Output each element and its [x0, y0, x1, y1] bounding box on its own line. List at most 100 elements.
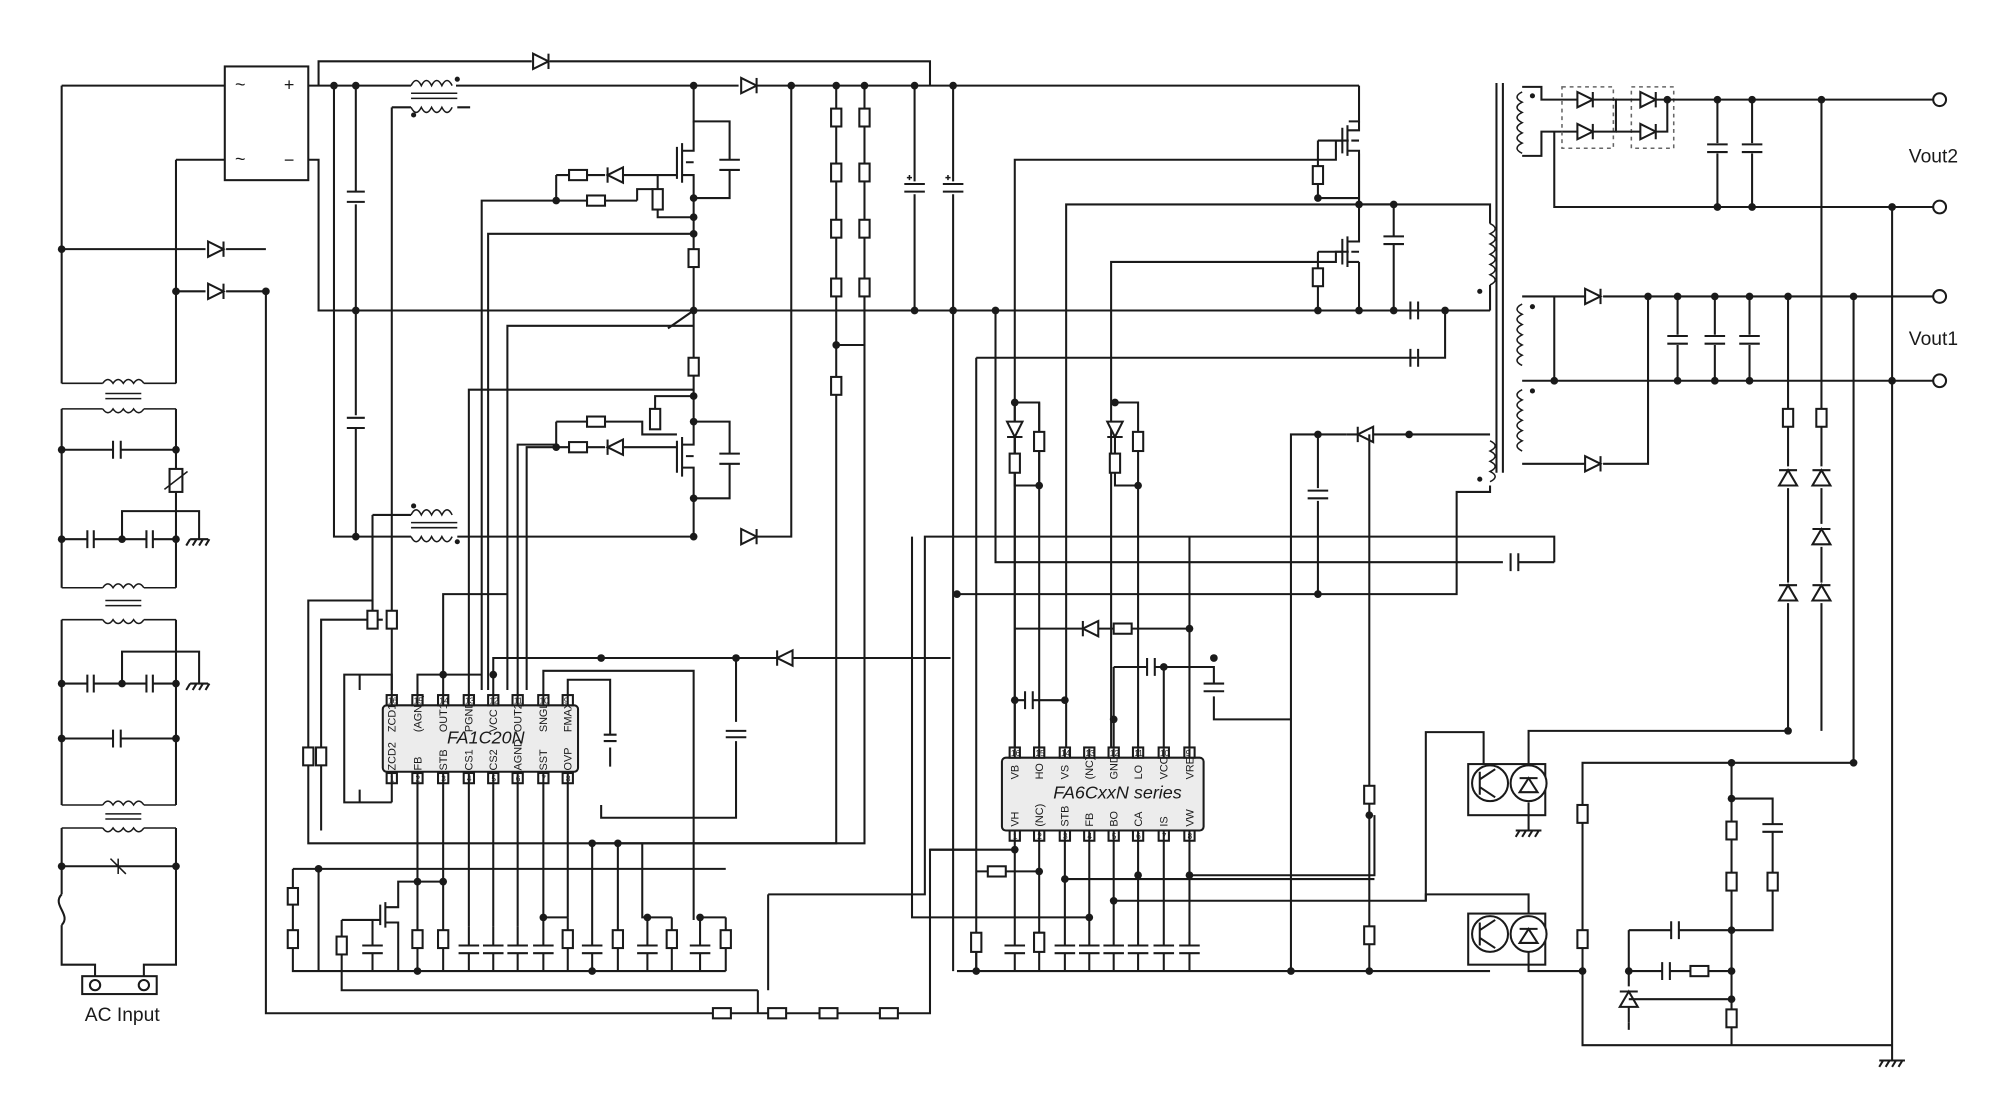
diode-aux-1	[207, 239, 226, 259]
x-capacitor-1	[61, 440, 176, 459]
fa1c20n-bottom-pin-label: ZCD2	[387, 742, 399, 770]
vout1-return-terminal[interactable]	[1932, 373, 1948, 389]
vout2-rectifier-1	[1576, 90, 1596, 109]
fa6cxxn-bottom-pin-label: CA	[1133, 811, 1145, 827]
fuse-icon	[57, 893, 66, 926]
fa6cxxn-top-pin-label: VB	[1010, 765, 1022, 779]
input-capacitor-1	[346, 190, 365, 203]
vout1-capacitor-2	[1704, 335, 1726, 345]
fa1c20n-bottom-pin-label: SST	[538, 749, 550, 770]
divider-resistor-1	[830, 107, 843, 128]
fa6cxxn-bottom-pin-label: STB	[1060, 806, 1072, 827]
vout1-rectifier-1	[1584, 287, 1603, 306]
zener-ovp-2	[1777, 583, 1799, 602]
ls-mosfet	[1341, 232, 1361, 268]
input-capacitor-2	[346, 416, 365, 430]
pfc-inductor-2	[371, 503, 694, 620]
bulk-capacitor-1	[904, 182, 925, 193]
fa6cxxn-top-pin-label: LO	[1133, 765, 1145, 779]
vout1-capacitor-1	[1667, 335, 1688, 345]
fa6cxxn-name: FA6CxxN series	[1053, 783, 1182, 803]
fa6cxxn-top-pin-label: (NC)	[1084, 757, 1096, 780]
fa1c20n-chip: FA1C20N ZCD116(AGND)15OUT114PGND13VCC12O…	[286, 296, 1556, 1020]
gate-resistor-2a	[585, 415, 607, 428]
fa1c20n-bottom-pin-label: CS2	[488, 749, 500, 770]
svg-text:~: ~	[235, 75, 245, 95]
shunt-resistor-1	[687, 248, 700, 269]
stb-mosfet	[341, 880, 444, 972]
emi-filter: AC Input	[57, 84, 713, 1026]
fa1c20n-top-pin-label: OUT2	[512, 703, 524, 732]
vout2-positive-terminal[interactable]	[1932, 92, 1948, 108]
ac-input-connector	[81, 975, 158, 996]
bridge-rectifier: ~ ~ + −	[223, 65, 310, 182]
vout2-label: Vout2	[1909, 146, 1958, 167]
fa1c20n-top-pin-label: FMAX	[563, 701, 575, 732]
fa1c20n-bottom-pin-label: FB	[412, 757, 424, 771]
divider-resistor-2	[858, 107, 871, 128]
fa6cxxn-bottom-pin-label: VH	[1010, 812, 1022, 827]
vout2-capacitor-2	[1741, 143, 1763, 154]
svg-text:~: ~	[235, 149, 245, 169]
svg-text:+: +	[284, 75, 294, 95]
fa6cxxn-bottom-pin-label: VW	[1184, 808, 1196, 826]
vout1-label: Vout1	[1909, 329, 1958, 350]
fa6cxxn-bottom-pin-label: FB	[1084, 813, 1096, 827]
bulk-capacitor-2	[942, 182, 964, 193]
x-capacitor-2	[61, 729, 176, 748]
vout1-capacitor-3	[1739, 335, 1760, 345]
fa6cxxn-bottom-pin-label: (NC)	[1034, 804, 1046, 827]
fa1c20n-bottom-pin-label: CS1	[464, 749, 476, 770]
vout2-rectifier-4	[1639, 122, 1659, 141]
fa6cxxn-top-pin-label: VS	[1060, 765, 1072, 779]
gate-resistor-1a	[568, 168, 589, 182]
hs-mosfet	[1341, 121, 1361, 205]
sense-resistor-1	[651, 188, 664, 211]
fa1c20n-top-pin-label: ZCD1	[387, 704, 399, 732]
zener-ovp-1	[1777, 468, 1799, 487]
sense-resistor-2	[648, 407, 662, 431]
diode-aux-llc	[1355, 425, 1375, 444]
fa6cxxn-top-pin-label: HO	[1034, 763, 1046, 779]
y-capacitors-1	[61, 510, 201, 549]
secondary-outputs: Vout2 Vout1	[1516, 85, 1958, 1068]
diode-bypass	[532, 52, 551, 71]
vout2-rectifier-2	[1576, 122, 1596, 141]
zener-ovp-3	[1810, 468, 1833, 487]
llc-transformer-primary	[1488, 222, 1496, 286]
gate-resistor-1b	[585, 194, 607, 207]
shunt-resistor-2	[687, 356, 700, 377]
gate-diode-2	[605, 437, 625, 457]
vout2-return-terminal[interactable]	[1932, 199, 1948, 215]
bootstrap-diode-2	[1105, 420, 1125, 440]
pfc-mosfet-2	[675, 421, 695, 499]
zener-ovp-4	[1810, 526, 1833, 546]
zener-ovp-5	[1810, 583, 1833, 602]
diode-vcc	[774, 648, 794, 668]
fa1c20n-bottom-pin-label: OVP	[563, 748, 575, 771]
ac-input-label: AC Input	[85, 1005, 161, 1026]
varistor	[61, 858, 176, 875]
fa1c20n-top-pin-label: SNGL	[538, 703, 550, 733]
fa1c20n-name: FA1C20N	[447, 728, 525, 748]
vout2-rectifier-3	[1639, 90, 1659, 109]
diode-vcc-llc	[1080, 619, 1100, 638]
fa1c20n-top-pin-label: PGND	[464, 701, 476, 732]
fa1c20n-top-pin-number: 9	[564, 695, 569, 705]
svg-text:−: −	[284, 150, 294, 170]
fa6cxxn-bottom-pin-label: BO	[1109, 811, 1121, 827]
diode-aux-2	[207, 281, 226, 301]
vout1-positive-terminal[interactable]	[1932, 289, 1948, 304]
gate-resistor-2b	[568, 441, 589, 454]
pfc-mosfet-1	[675, 121, 695, 199]
fa6cxxn-top-pin-label: VCC	[1159, 756, 1171, 779]
vout1-rectifier-2	[1584, 454, 1603, 474]
pfc-diode-1	[740, 76, 759, 95]
fa1c20n-bottom-pin-label: AGND	[512, 739, 524, 770]
fa1c20n-top-pin-label: OUT1	[438, 703, 450, 732]
pfc-inductor-1	[390, 76, 471, 620]
fa6cxxn-bottom-pin-label: IS	[1159, 816, 1171, 826]
pfc-diode-2	[740, 527, 759, 546]
fa6cxxn-top-pin-label: GND	[1109, 755, 1121, 779]
